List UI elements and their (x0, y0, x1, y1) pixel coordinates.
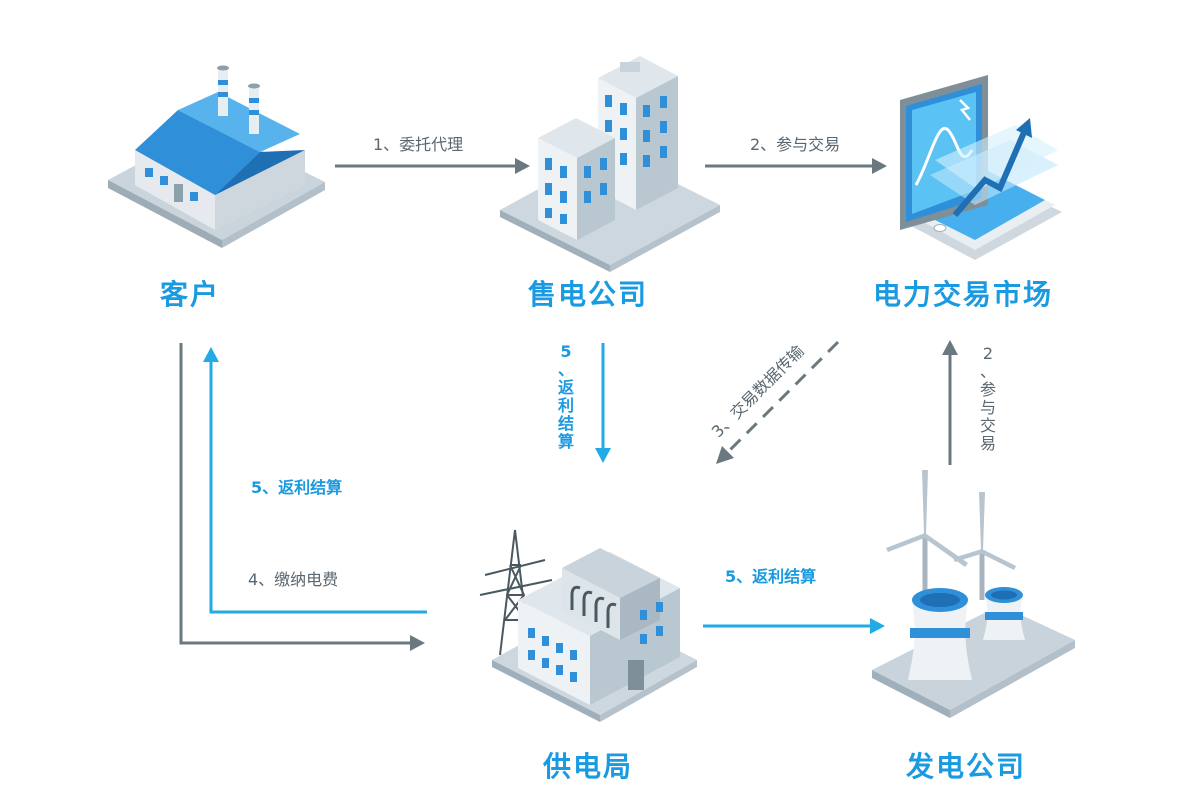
vertical-glyph: 利 (557, 396, 574, 415)
arrow-pay-bill (179, 343, 412, 645)
arrow-rebate-left (209, 360, 427, 614)
vertical-glyph: 结 (557, 414, 574, 433)
vertical-glyph: 、 (979, 362, 996, 381)
factory-icon (108, 65, 325, 248)
trading-tablet-icon (900, 75, 1062, 260)
vertical-glyph: 易 (979, 434, 996, 453)
edge-label-rebate-center: 5、返利结算 (556, 343, 576, 451)
edge-label-rebate-bottom: 5、返利结算 (725, 567, 817, 586)
edge-label-participate-right: 2、参与交易 (978, 345, 998, 453)
node-generator-label: 发电公司 (906, 750, 1027, 783)
arrow-data-transfer (725, 340, 840, 455)
edge-label-delegate: 1、委托代理 (373, 135, 464, 154)
vertical-glyph: 算 (557, 432, 574, 451)
office-building-icon (500, 56, 720, 272)
power-plant-icon (872, 470, 1075, 718)
vertical-glyph: 交 (979, 416, 996, 435)
vertical-glyph: 、 (557, 360, 574, 379)
vertical-glyph: 2 (982, 344, 994, 363)
node-market-label: 电力交易市场 (873, 278, 1054, 311)
vertical-glyph: 参 (979, 380, 996, 399)
node-retailer-label: 售电公司 (528, 278, 649, 311)
edge-label-rebate-left: 5、返利结算 (251, 478, 343, 497)
vertical-glyph: 返 (557, 378, 574, 397)
vertical-glyph: 5 (560, 342, 572, 361)
node-grid-label: 供电局 (543, 750, 634, 783)
node-customer-label: 客户 (160, 278, 221, 311)
vertical-glyph: 与 (979, 398, 996, 417)
edge-label-pay-bill: 4、缴纳电费 (248, 570, 339, 589)
power-substation-icon (479, 529, 697, 722)
edge-label-participate-top: 2、参与交易 (750, 135, 841, 154)
